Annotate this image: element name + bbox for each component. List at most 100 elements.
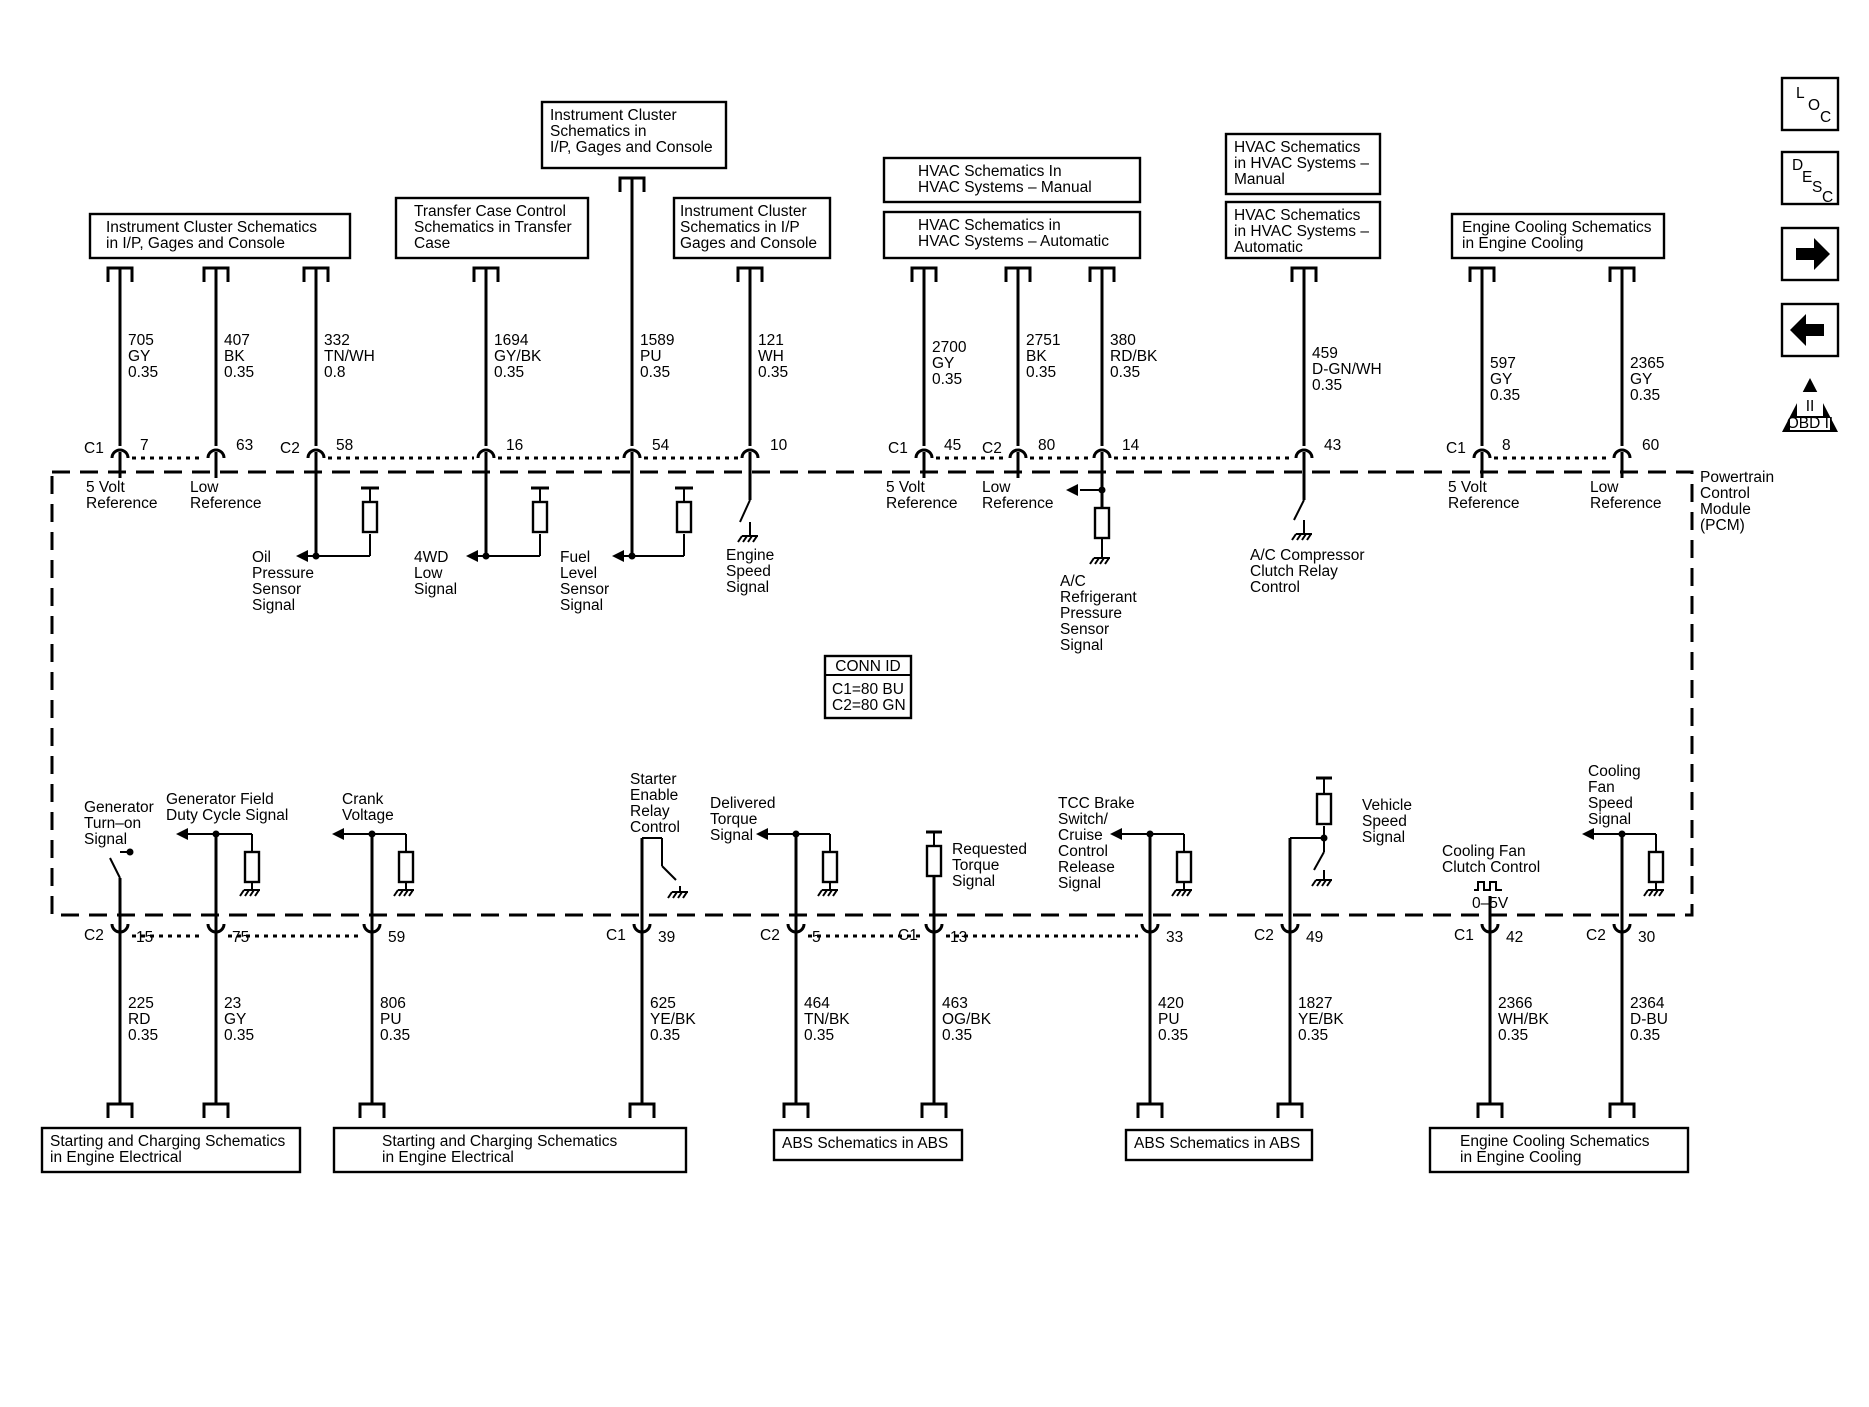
connector-pin [740, 448, 760, 459]
terminal-pin [1136, 1102, 1164, 1118]
signal-label: Speed [1588, 795, 1633, 812]
bottom-box-starting-charging-2-text: Starting and Charging Schematics [382, 1133, 617, 1150]
top-box-hvac-automatic-2-text: in HVAC Systems – [1234, 223, 1369, 240]
signal-label: Reference [86, 495, 158, 512]
connector-id: C1 [606, 927, 626, 944]
resistor-symbol [397, 850, 415, 884]
top-box-hvac-automatic-2-text: HVAC Schematics [1234, 207, 1361, 224]
top-box-hvac-manual-2-text: in HVAC Systems – [1234, 155, 1369, 172]
ground-symbol [1648, 889, 1654, 897]
wire-color-code: D-BU [1630, 1011, 1668, 1028]
signal-label: Reference [1448, 495, 1520, 512]
signal-label: Signal [252, 597, 295, 614]
top-box-instrument-cluster-2-text: I/P, Gages and Console [550, 139, 713, 156]
loc-button[interactable] [1780, 76, 1840, 132]
top-box-instrument-cluster-frame [88, 212, 352, 260]
junction-dot [126, 848, 134, 856]
pin-number: 54 [652, 437, 670, 454]
terminal-pin [920, 1102, 948, 1118]
wire-gauge: 0.35 [1110, 364, 1140, 381]
arrow-symbol [1066, 484, 1078, 496]
signal-label: Torque [952, 857, 999, 874]
ground-symbol [822, 889, 828, 897]
desc-button-letter: C [1822, 189, 1833, 206]
ground-symbol [398, 889, 404, 897]
resistor-symbol [675, 500, 693, 534]
signal-label: Turn–on [84, 815, 141, 832]
connector-pin [1612, 448, 1632, 459]
connector-id: C2 [1586, 927, 1606, 944]
signal-label: Signal [952, 873, 995, 890]
ground-symbol [1653, 889, 1659, 897]
signal-label: Sensor [252, 581, 301, 598]
wire-gauge: 0.35 [1158, 1027, 1188, 1044]
top-box-hvac-automatic-frame [882, 210, 1142, 260]
signal-label: 5 Volt [886, 479, 925, 496]
signal-label: Vehicle [1362, 797, 1412, 814]
ground-symbol [1296, 533, 1302, 541]
wire-gauge: 0.35 [942, 1027, 972, 1044]
wire-circuit-number: 463 [942, 995, 968, 1012]
connector-pin [306, 448, 326, 459]
pcm-module-name: Module [1700, 501, 1751, 518]
resistor-symbol [925, 844, 943, 878]
signal-label: Signal [726, 579, 769, 596]
signal-label: Signal [1362, 829, 1405, 846]
wire-color-code: GY [1490, 371, 1512, 388]
wire-gauge: 0.35 [1498, 1027, 1528, 1044]
pin-number: 16 [506, 437, 523, 454]
signal-label: Speed [726, 563, 771, 580]
signal-label: Sensor [560, 581, 609, 598]
wire-color-code: GY [932, 355, 954, 372]
conn-id-title: CONN ID [835, 658, 900, 675]
desc-button[interactable] [1780, 150, 1840, 206]
signal-label: Low [1590, 479, 1619, 496]
signal-label: Switch/ [1058, 811, 1109, 828]
ground-symbol [1094, 557, 1100, 565]
ground-symbol [1316, 879, 1322, 887]
signal-label: Signal [1058, 875, 1101, 892]
signal-label: Low [414, 565, 443, 582]
wire-color-code: GY [128, 348, 150, 365]
signal-label: Reference [1590, 495, 1662, 512]
arrow-symbol [612, 550, 624, 562]
wire-gauge: 0.35 [758, 364, 788, 381]
connector-pin [206, 448, 226, 459]
signal-label: Engine [726, 547, 774, 564]
top-box-hvac-manual-text: HVAC Schematics In [918, 163, 1062, 180]
signal-label: 5 Volt [86, 479, 125, 496]
wire-gauge: 0.35 [804, 1027, 834, 1044]
wire-circuit-number: 2700 [932, 339, 967, 356]
ground-symbol [254, 889, 260, 897]
pin-number: 45 [944, 437, 961, 454]
connector-pin [1092, 448, 1112, 459]
bottom-box-starting-charging-2-text: in Engine Electrical [382, 1149, 514, 1166]
top-box-instrument-cluster-3-text: Gages and Console [680, 235, 817, 252]
connector-id: C1 [84, 440, 104, 457]
wire-color-code: RD/BK [1110, 348, 1158, 365]
signal-label: Sensor [1060, 621, 1109, 638]
signal-label: Duty Cycle Signal [166, 807, 288, 824]
wire-color-code: GY [1630, 371, 1652, 388]
signal-label: Release [1058, 859, 1115, 876]
signal-label: Pressure [1060, 605, 1122, 622]
signal-label: Speed [1362, 813, 1407, 830]
wire-gauge: 0.35 [128, 364, 158, 381]
connector-id: C2 [280, 440, 300, 457]
junction-dot [1146, 830, 1154, 838]
ground-symbol [682, 891, 688, 899]
conn-id-box [823, 654, 913, 720]
wire-circuit-number: 705 [128, 332, 154, 349]
signal-range-label: 0–5V [1472, 895, 1509, 912]
signal-label: Generator Field [166, 791, 274, 808]
conn-id-line: C1=80 BU [832, 681, 904, 698]
top-box-hvac-automatic-2-text: Automatic [1234, 239, 1303, 256]
top-box-instrument-cluster-text: in I/P, Gages and Console [106, 235, 285, 252]
signal-label: Reference [886, 495, 958, 512]
pin-number: 10 [770, 437, 788, 454]
pwm-symbol [1474, 881, 1502, 891]
obd-ii-numeral-frame [1797, 392, 1823, 416]
ground-symbol [403, 889, 409, 897]
wire-color-code: PU [640, 348, 662, 365]
